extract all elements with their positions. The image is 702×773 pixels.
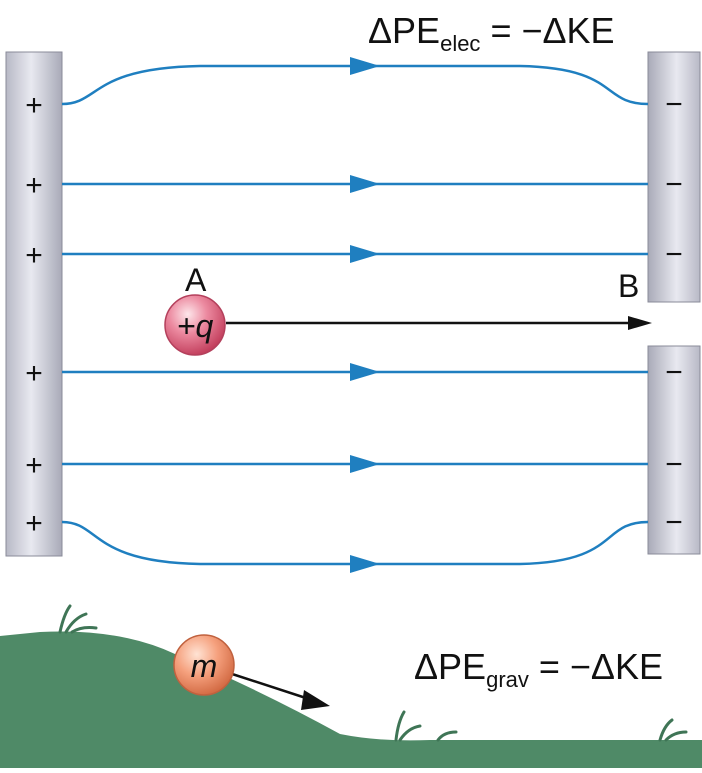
mass-motion-arrowhead: [301, 690, 330, 710]
plus-sign: +: [25, 89, 43, 122]
mass-label: m: [191, 648, 218, 684]
charge-label: +q: [177, 308, 214, 344]
equation-rhs: = −ΔKE: [480, 10, 615, 51]
positive-signs: + + + + + +: [25, 89, 43, 540]
gravitational-energy-equation: ΔPEgrav = −ΔKE: [414, 646, 663, 692]
plus-sign: +: [25, 357, 43, 390]
field-arrowhead-5: [350, 455, 380, 473]
plus-sign: +: [25, 239, 43, 272]
point-a-label: A: [185, 262, 207, 298]
negative-plate-lower: [647, 345, 701, 555]
positive-plate: [5, 51, 63, 557]
plus-sign: +: [25, 507, 43, 540]
field-arrowhead-2: [350, 175, 380, 193]
minus-sign: −: [665, 506, 683, 539]
equation-subscript: elec: [440, 31, 481, 56]
field-arrowhead-3: [350, 245, 380, 263]
plus-sign: +: [25, 449, 43, 482]
plus-sign: +: [25, 169, 43, 202]
field-arrowhead-6: [350, 555, 380, 573]
charge-path-arrowhead: [628, 316, 652, 330]
field-arrowhead-4: [350, 363, 380, 381]
negative-plate-upper: [647, 51, 701, 303]
equation-subscript: grav: [486, 667, 529, 692]
minus-sign: −: [665, 356, 683, 389]
point-b-label: B: [618, 268, 640, 304]
equation-delta-pe: ΔPE: [414, 646, 487, 687]
minus-sign: −: [665, 448, 683, 481]
grass-tufts: [58, 604, 688, 742]
equation-rhs: = −ΔKE: [528, 646, 663, 687]
mass-motion-arrow: [225, 670, 313, 702]
charge-ball: [164, 294, 226, 356]
mass-ball: [173, 634, 235, 696]
field-arrowhead-1: [350, 57, 380, 75]
minus-sign: −: [665, 168, 683, 201]
field-arrowheads: [350, 57, 380, 573]
minus-sign: −: [665, 88, 683, 121]
electric-energy-equation: ΔPEelec = −ΔKE: [368, 10, 615, 56]
negative-signs: − − − − − −: [665, 88, 683, 539]
minus-sign: −: [665, 238, 683, 271]
equation-delta-pe: ΔPE: [368, 10, 441, 51]
field-lines: [61, 64, 649, 566]
